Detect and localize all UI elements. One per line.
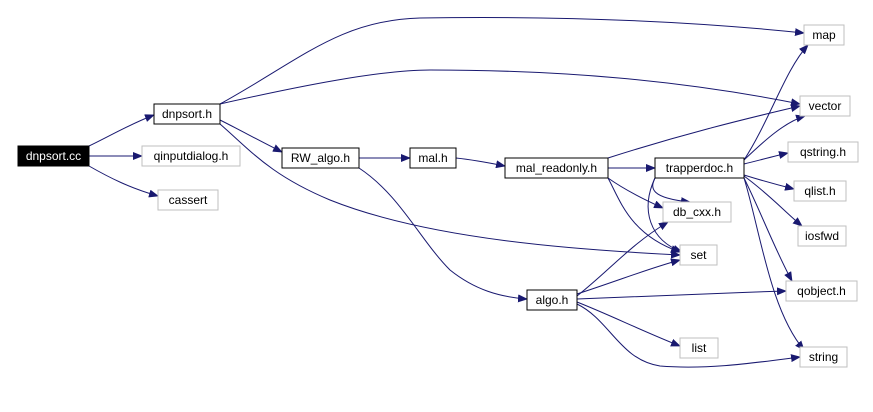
node-box-dnpsort-h: [153, 103, 221, 125]
node-box-string: [799, 346, 848, 368]
edge-mal-readonly-h-to-vector: [607, 104, 801, 159]
node-box-dnpsort-cc: [17, 145, 90, 167]
edge-mal-h-to-mal-readonly-h: [455, 157, 506, 169]
node-label-mal-readonly-h: mal_readonly.h: [516, 161, 597, 175]
node-label-vector: vector: [809, 99, 842, 113]
edge-trapperdoc-h-to-qobject-h: [743, 177, 793, 282]
edge-rw-algo-h-to-algo-h: [358, 167, 528, 303]
node-label-cassert: cassert: [169, 193, 208, 207]
node-label-trapperdoc-h: trapperdoc.h: [666, 161, 733, 175]
node-box-cassert: [157, 189, 219, 211]
node-box-qlist-h: [793, 180, 847, 202]
node-box-rw-algo-h: [281, 147, 360, 169]
node-label-qobject-h: qobject.h: [797, 284, 846, 298]
node-box-set: [679, 244, 718, 266]
node-label-algo-h: algo.h: [536, 293, 569, 307]
node-box-mal-h: [409, 147, 457, 169]
node-label-list: list: [692, 341, 707, 355]
node-list: list: [679, 337, 719, 359]
edge-trapperdoc-h-to-vector: [743, 114, 806, 161]
node-dnpsort-cc[interactable]: dnpsort.cc: [17, 145, 90, 167]
edge-trapperdoc-h-to-map: [743, 44, 809, 161]
edge-algo-h-to-db-cxx-h: [576, 221, 669, 297]
edge-trapperdoc-h-to-string: [743, 177, 805, 351]
node-box-map: [803, 24, 845, 46]
node-box-algo-h: [526, 289, 578, 311]
dependency-edges: [88, 17, 809, 368]
node-label-mal-h: mal.h: [418, 151, 447, 165]
edge-dnpsort-cc-to-cassert: [88, 165, 159, 198]
node-cassert: cassert: [157, 189, 219, 211]
node-box-db-cxx-h: [662, 201, 732, 223]
edge-mal-readonly-h-to-set: [607, 177, 681, 253]
node-vector: vector: [799, 95, 851, 117]
edge-trapperdoc-h-to-qlist-h: [743, 174, 795, 191]
edge-mal-readonly-h-to-db-cxx-h: [607, 177, 664, 209]
node-box-trapperdoc-h: [654, 157, 745, 179]
node-dnpsort-h[interactable]: dnpsort.h: [153, 103, 221, 125]
node-label-qlist-h: qlist.h: [804, 184, 835, 198]
edge-algo-h-to-string: [576, 303, 801, 368]
node-mal-readonly-h[interactable]: mal_readonly.h: [504, 157, 609, 179]
node-box-list: [679, 337, 719, 359]
edge-trapperdoc-h-to-set: [647, 177, 683, 253]
node-box-qstring-h: [787, 141, 859, 163]
node-box-mal-readonly-h: [504, 157, 609, 179]
file-nodes: dnpsort.cc dnpsort.h qinputdialog.h cassert…: [17, 24, 859, 368]
node-box-iosfwd: [797, 225, 847, 247]
edge-trapperdoc-h-to-qstring-h: [743, 151, 789, 165]
node-rw-algo-h[interactable]: RW_algo.h: [281, 147, 360, 169]
node-iosfwd: iosfwd: [797, 225, 847, 247]
node-label-map: map: [812, 28, 836, 42]
node-label-dnpsort-cc: dnpsort.cc: [26, 149, 81, 163]
node-qstring-h: qstring.h: [787, 141, 859, 163]
node-label-qstring-h: qstring.h: [800, 145, 846, 159]
node-label-qinputdialog-h: qinputdialog.h: [154, 149, 229, 163]
node-algo-h[interactable]: algo.h: [526, 289, 578, 311]
node-qinputdialog-h: qinputdialog.h: [141, 145, 241, 167]
node-string: string: [799, 346, 848, 368]
edge-algo-h-to-set: [576, 258, 681, 295]
edge-dnpsort-cc-to-dnpsort-h: [88, 114, 155, 147]
node-qlist-h: qlist.h: [793, 180, 847, 202]
node-map: map: [803, 24, 845, 46]
node-label-rw-algo-h: RW_algo.h: [291, 151, 350, 165]
edge-trapperdoc-h-to-db-cxx-h: [652, 177, 691, 206]
node-set: set: [679, 244, 718, 266]
edge-dnpsort-h-to-map: [219, 17, 805, 105]
node-label-db-cxx-h: db_cxx.h: [673, 205, 721, 219]
node-label-set: set: [690, 248, 707, 262]
edge-dnpsort-h-to-vector: [219, 69, 801, 107]
edge-dnpsort-h-to-set: [219, 123, 681, 259]
node-box-qinputdialog-h: [141, 145, 241, 167]
node-label-iosfwd: iosfwd: [805, 229, 839, 243]
edge-dnpsort-h-to-rw-algo-h: [219, 119, 283, 153]
node-trapperdoc-h[interactable]: trapperdoc.h: [654, 157, 745, 179]
edge-algo-h-to-qobject-h: [576, 287, 787, 300]
node-mal-h[interactable]: mal.h: [409, 147, 457, 169]
node-qobject-h: qobject.h: [785, 280, 858, 302]
edge-algo-h-to-list: [576, 301, 681, 347]
edge-trapperdoc-h-to-iosfwd: [743, 175, 803, 227]
node-label-string: string: [809, 350, 838, 364]
node-box-qobject-h: [785, 280, 858, 302]
node-label-dnpsort-h: dnpsort.h: [162, 107, 212, 121]
node-box-vector: [799, 95, 851, 117]
node-db-cxx-h: db_cxx.h: [662, 201, 732, 223]
